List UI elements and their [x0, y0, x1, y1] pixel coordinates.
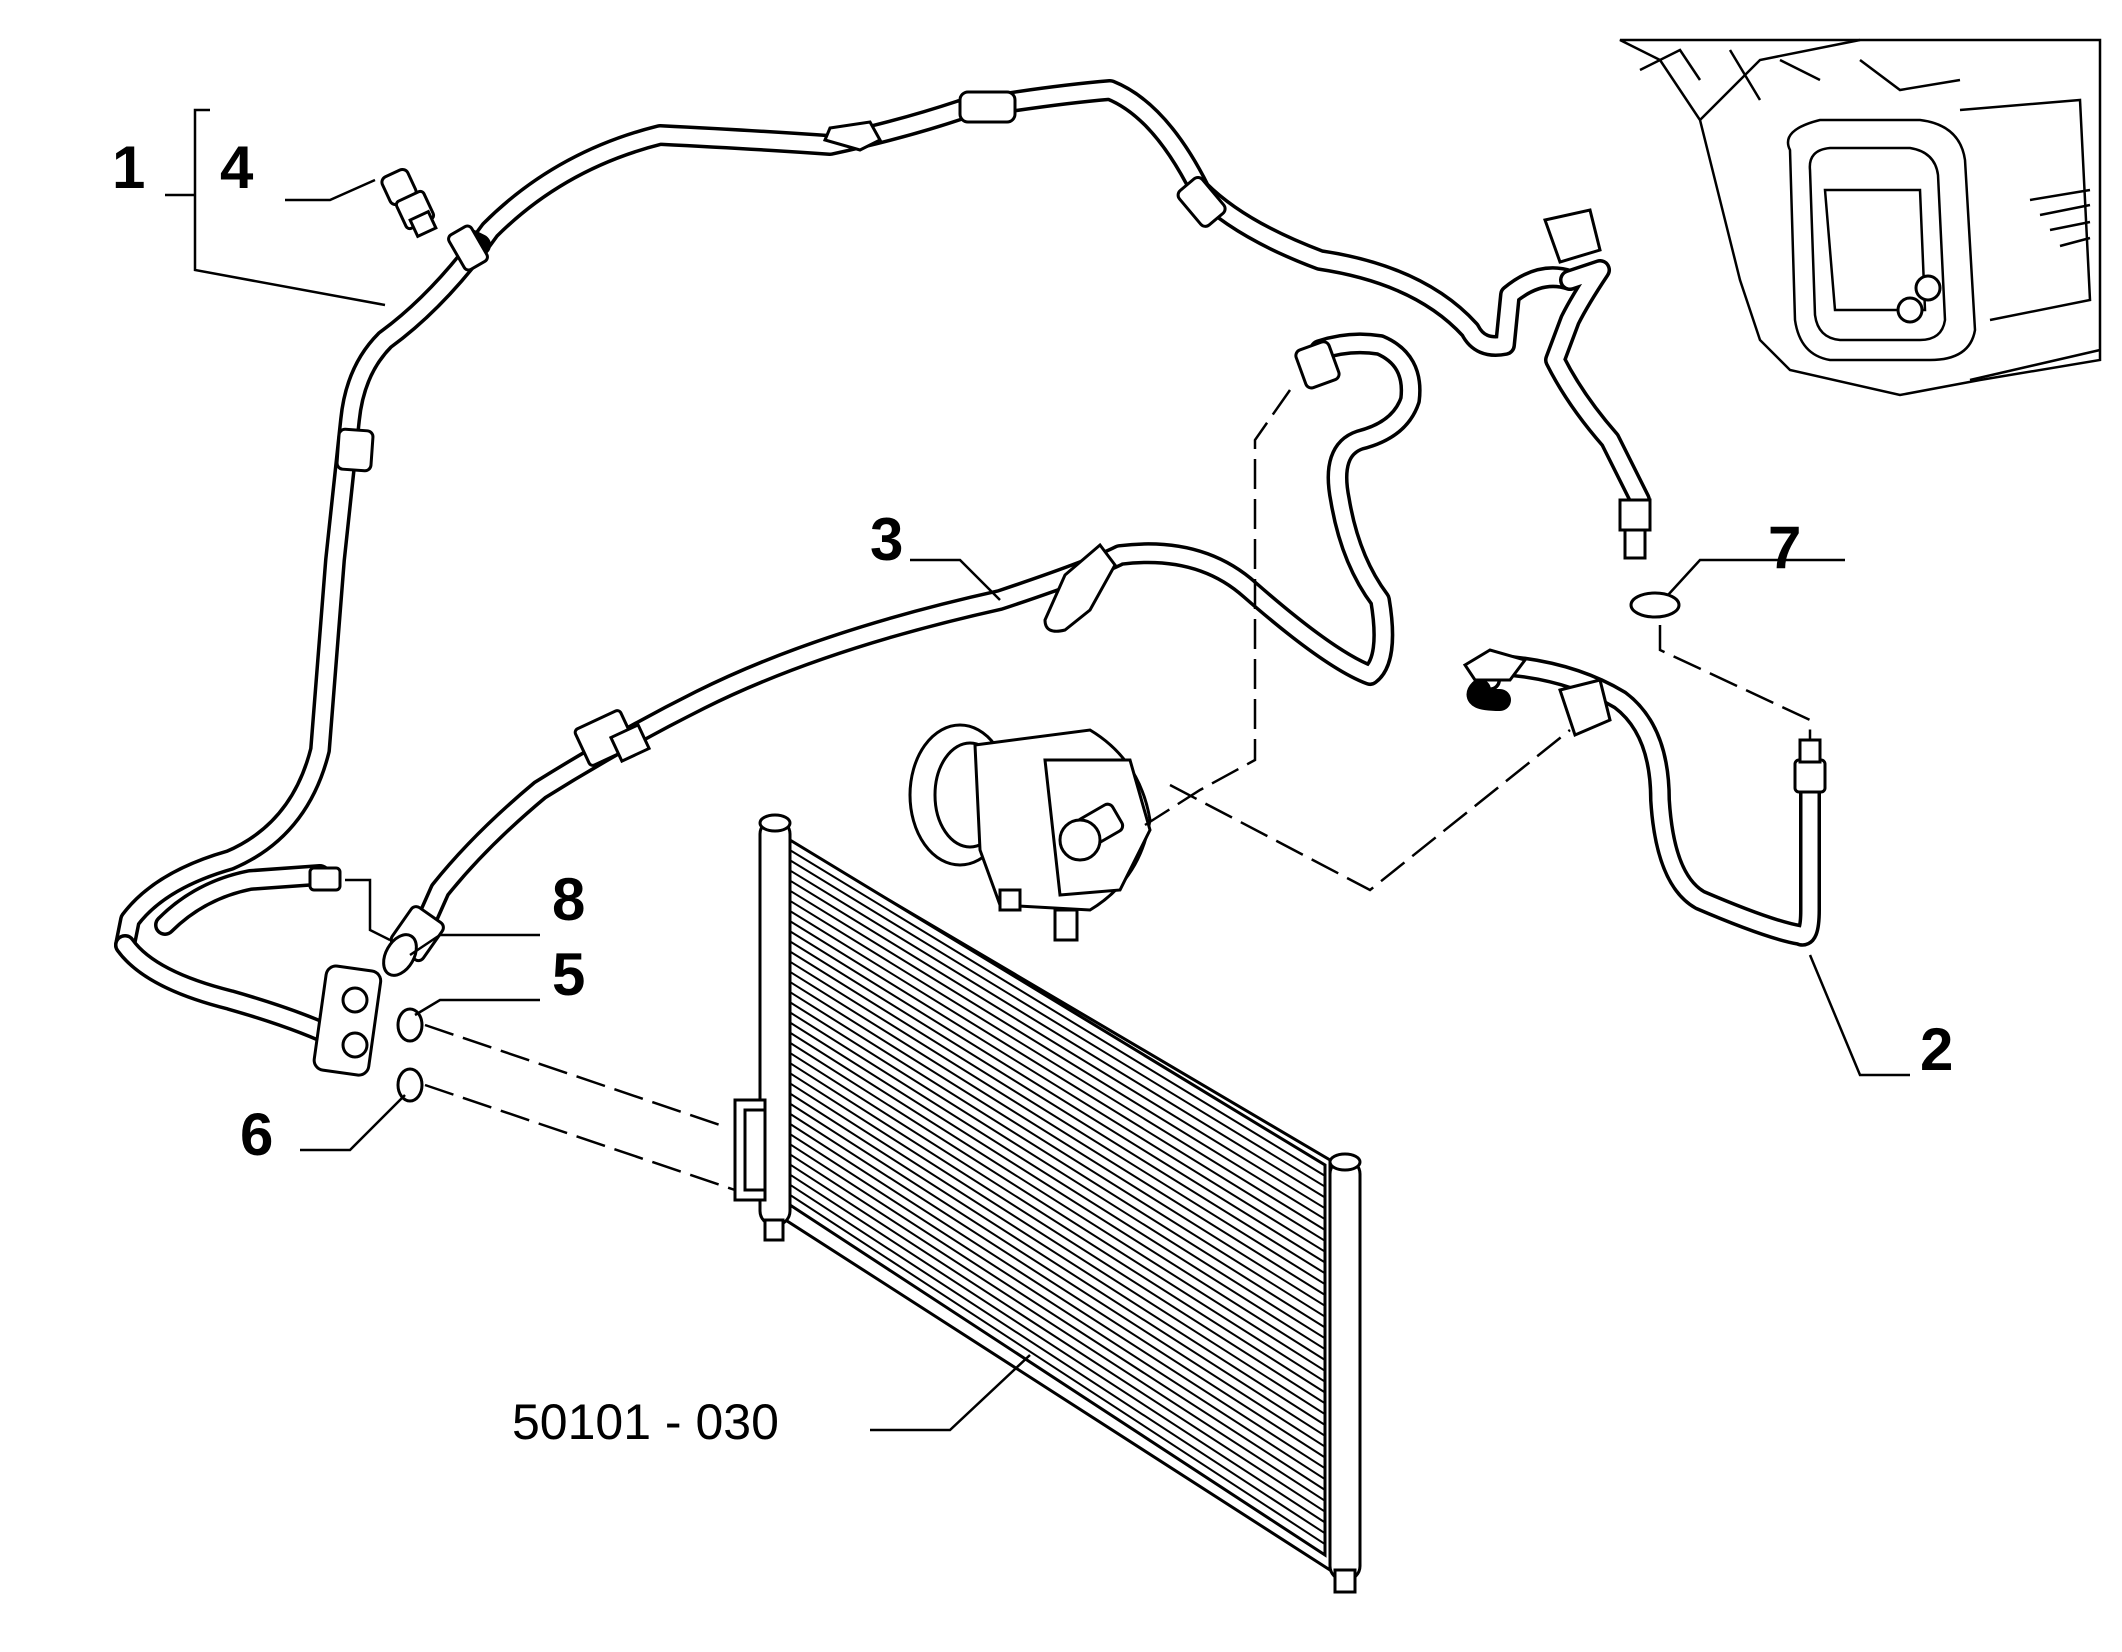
callout-2: 2 — [1920, 1016, 1954, 1083]
o-rings — [382, 591, 1681, 1103]
condenser-fin — [789, 1092, 1326, 1437]
condenser-fin — [789, 889, 1326, 1221]
condenser-fin — [789, 930, 1326, 1264]
o-ring-6 — [396, 1067, 424, 1103]
condenser-fin — [789, 1163, 1326, 1513]
condenser-fin — [789, 879, 1326, 1210]
o-ring-7 — [1629, 591, 1681, 619]
condenser-fin — [789, 1143, 1326, 1491]
condenser-fin — [789, 1031, 1326, 1372]
callout-3: 3 — [870, 506, 904, 573]
evaporator-housing — [1619, 38, 2102, 397]
condenser-fin — [789, 1102, 1326, 1448]
o-ring-8 — [382, 933, 418, 977]
pressure-switch-4 — [380, 167, 438, 239]
condenser-fin — [789, 1052, 1326, 1394]
reference-number: 50101 - 030 — [512, 1394, 779, 1450]
callout-4: 4 — [220, 134, 254, 201]
condenser-fin — [789, 1082, 1326, 1426]
condenser-fin — [789, 940, 1326, 1275]
condenser-fin — [789, 1041, 1326, 1383]
condenser-fin — [789, 899, 1326, 1231]
callout-5: 5 — [552, 941, 586, 1008]
callout-6: 6 — [240, 1101, 274, 1168]
condenser-fin — [789, 1072, 1326, 1416]
condenser-fin — [789, 991, 1326, 1329]
condenser — [733, 813, 1362, 1594]
condenser-fin — [789, 1011, 1326, 1351]
condenser-fin — [789, 1133, 1326, 1481]
condenser-fin — [789, 849, 1326, 1177]
callout-8: 8 — [552, 866, 586, 933]
condenser-fin — [789, 1153, 1326, 1502]
condenser-fin — [789, 1112, 1326, 1459]
condenser-fin — [789, 869, 1326, 1199]
condenser-fin — [789, 920, 1326, 1253]
condenser-fin — [789, 1062, 1326, 1405]
condenser-fin — [789, 1001, 1326, 1340]
condenser-fins — [789, 849, 1326, 1546]
condenser-fin — [789, 1123, 1326, 1470]
leader-lines — [165, 108, 1910, 1432]
hose-3 — [389, 332, 1422, 963]
callout-1: 1 — [112, 134, 146, 201]
hose-2 — [1462, 648, 1827, 947]
condenser-fin — [789, 1173, 1326, 1524]
condenser-fin — [789, 981, 1326, 1318]
condenser-fin — [789, 910, 1326, 1242]
condenser-fin — [789, 1194, 1326, 1546]
compressor — [908, 723, 1152, 942]
callout-7: 7 — [1768, 514, 1802, 581]
condenser-fin — [789, 950, 1326, 1286]
condenser-fin — [789, 960, 1326, 1296]
hose-assembly-1 — [114, 79, 1652, 1077]
o-ring-5 — [396, 1007, 424, 1043]
condenser-fin — [789, 1021, 1326, 1361]
condenser-fin — [789, 1183, 1326, 1535]
condenser-fin — [789, 970, 1326, 1307]
condenser-fin — [789, 859, 1326, 1188]
